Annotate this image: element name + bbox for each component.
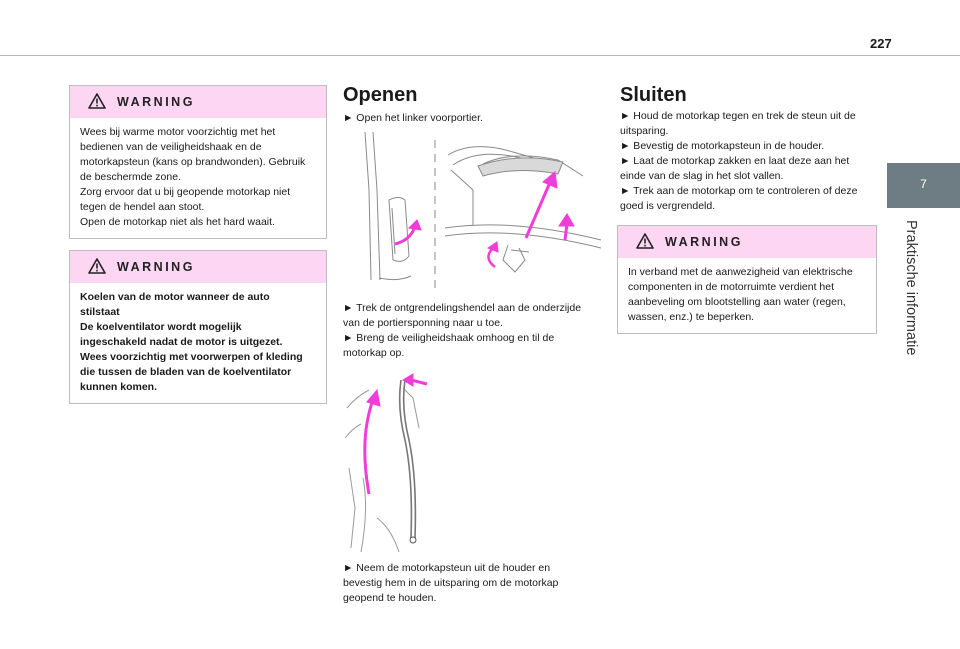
instruction-line: ► Breng de veiligheidshaak omhoog en til… xyxy=(343,332,555,344)
chapter-tab[interactable]: 7 xyxy=(887,163,960,208)
hood-prop-illustration xyxy=(344,373,428,553)
warning-line: Koelen van de motor wanneer de auto xyxy=(80,291,270,303)
instruction-line: einde van de slag in het slot vallen. xyxy=(620,170,784,182)
sluiten-steps: ► Houd de motorkap tegen en trek de steu… xyxy=(620,109,882,214)
warning-line: Wees voorzichtig met voorwerpen of kledi… xyxy=(80,351,303,363)
warning-line: Zorg ervoor dat u bij geopende motorkap … xyxy=(80,186,291,198)
warning-triangle-icon xyxy=(88,258,106,274)
warning-line: stilstaat xyxy=(80,306,120,318)
warning-box-electrical: WARNING In verband met de aanwezigheid v… xyxy=(617,225,877,334)
warning-title: WARNING xyxy=(117,95,195,109)
openen-step-2: ► Trek de ontgrendelingshendel aan de on… xyxy=(343,301,607,361)
instruction-line: van de portiersponning naar u toe. xyxy=(343,317,503,329)
warning-line: de beschermde zone. xyxy=(80,171,181,183)
openen-step-3: ► Neem de motorkapsteun uit de houder en… xyxy=(343,561,605,606)
warning-line: Open de motorkap niet als het hard waait… xyxy=(80,216,275,228)
section-title-sluiten: Sluiten xyxy=(620,84,687,106)
warning-line: In verband met de aanwezigheid van elekt… xyxy=(628,266,853,278)
warning-body: In verband met de aanwezigheid van elekt… xyxy=(618,258,876,333)
warning-body: Wees bij warme motor voorzichtig met het… xyxy=(70,118,326,238)
warning-header: WARNING xyxy=(618,226,876,258)
header-rule xyxy=(0,55,960,56)
warning-line: tegen de hendel aan stoot. xyxy=(80,201,205,213)
warning-box-cooling-fan: WARNING Koelen van de motor wanneer de a… xyxy=(69,250,327,404)
warning-line: bedienen van de veiligheidshaak en de xyxy=(80,141,262,153)
instruction-line: ► Trek aan de motorkap om te controleren… xyxy=(620,185,858,197)
warning-line: ingeschakeld nadat de motor is uitgezet. xyxy=(80,336,283,348)
warning-line: Wees bij warme motor voorzichtig met het xyxy=(80,126,276,138)
instruction-line: ► Houd de motorkap tegen en trek de steu… xyxy=(620,110,856,122)
warning-box-hot-engine: WARNING Wees bij warme motor voorzichtig… xyxy=(69,85,327,239)
warning-line: wassen, enz.) te beperken. xyxy=(628,311,755,323)
instruction-line: goed is vergrendeld. xyxy=(620,200,716,212)
warning-line: De koelventilator wordt mogelijk xyxy=(80,321,242,333)
warning-line: componenten in de motorruimte verdient h… xyxy=(628,281,835,293)
instruction-line: bevestig hem in de uitsparing om de moto… xyxy=(343,577,559,589)
warning-title: WARNING xyxy=(117,260,195,274)
warning-triangle-icon xyxy=(88,93,106,109)
instruction-line: geopend te houden. xyxy=(343,592,437,604)
instruction-line: ► Trek de ontgrendelingshendel aan de on… xyxy=(343,302,582,314)
instruction-line: ► Open het linker voorportier. xyxy=(343,112,483,124)
instruction-line: ► Neem de motorkapsteun uit de houder en xyxy=(343,562,551,574)
warning-triangle-icon xyxy=(636,233,654,249)
page-number: 227 xyxy=(870,36,892,51)
warning-line: kunnen komen. xyxy=(80,381,158,393)
warning-line: die tussen de bladen van de koelventilat… xyxy=(80,366,292,378)
instruction-line: motorkap op. xyxy=(343,347,405,359)
warning-body: Koelen van de motor wanneer de auto stil… xyxy=(70,283,326,403)
door-release-illustration xyxy=(364,131,602,290)
warning-line: aanbeveling om blootstelling aan water (… xyxy=(628,296,846,308)
warning-header: WARNING xyxy=(70,86,326,118)
warning-header: WARNING xyxy=(70,251,326,283)
instruction-line: ► Bevestig de motorkapsteun in de houder… xyxy=(620,140,825,152)
instruction-line: ► Laat de motorkap zakken en laat deze a… xyxy=(620,155,850,167)
openen-step-1: ► Open het linker voorportier. xyxy=(343,111,605,126)
chapter-number: 7 xyxy=(920,177,927,191)
instruction-line: uitsparing. xyxy=(620,125,669,137)
chapter-title: Praktische informatie xyxy=(903,220,919,356)
warning-title: WARNING xyxy=(665,235,743,249)
section-title-openen: Openen xyxy=(343,84,418,106)
warning-line: motorkapsteun (kans op brandwonden). Geb… xyxy=(80,156,306,168)
